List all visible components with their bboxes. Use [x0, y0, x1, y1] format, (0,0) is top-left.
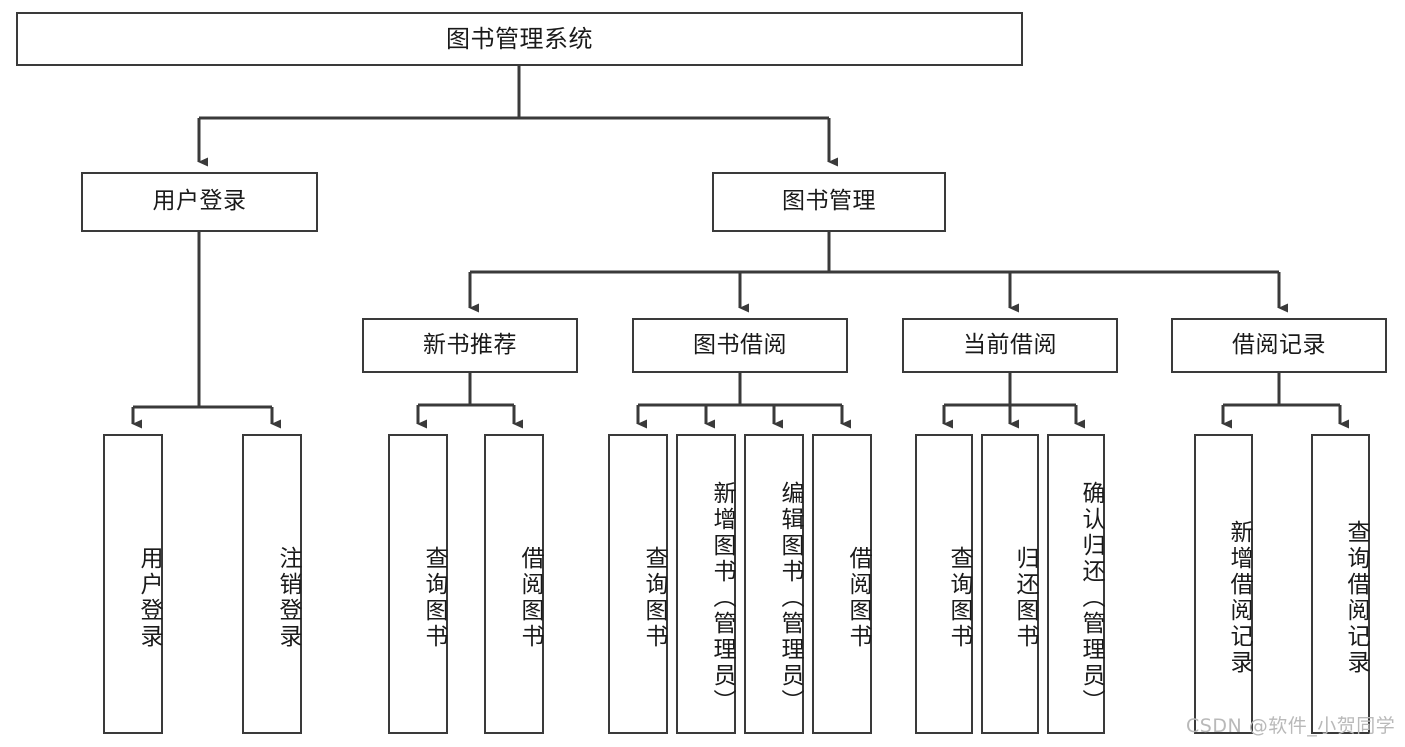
- node-user-login[interactable]: 用户登录: [81, 172, 318, 232]
- node-leaf-nb-borrow-book[interactable]: 借阅图书: [484, 434, 544, 734]
- node-leaf-br-query-record[interactable]: 查询借阅记录: [1311, 434, 1370, 734]
- node-leaf-cb-return-book[interactable]: 归还图书: [981, 434, 1039, 734]
- node-leaf-bw-query-book[interactable]: 查询图书: [608, 434, 668, 734]
- node-current-borrow[interactable]: 当前借阅: [902, 318, 1118, 373]
- node-leaf-logout[interactable]: 注销登录: [242, 434, 302, 734]
- node-borrow-record[interactable]: 借阅记录: [1171, 318, 1387, 373]
- node-leaf-br-add-record[interactable]: 新增借阅记录: [1194, 434, 1253, 734]
- node-book-management[interactable]: 图书管理: [712, 172, 946, 232]
- node-book-borrow[interactable]: 图书借阅: [632, 318, 848, 373]
- node-leaf-bw-add-book-admin[interactable]: 新增图书（管理员）: [676, 434, 736, 734]
- node-leaf-cb-confirm-return-admin[interactable]: 确认归还（管理员）: [1047, 434, 1105, 734]
- node-leaf-user-login[interactable]: 用户登录: [103, 434, 163, 734]
- node-leaf-cb-query-book[interactable]: 查询图书: [915, 434, 973, 734]
- node-root-system[interactable]: 图书管理系统: [16, 12, 1023, 66]
- node-new-book-recommend[interactable]: 新书推荐: [362, 318, 578, 373]
- node-leaf-bw-edit-book-admin[interactable]: 编辑图书（管理员）: [744, 434, 804, 734]
- node-leaf-nb-query-book[interactable]: 查询图书: [388, 434, 448, 734]
- node-leaf-bw-borrow-book[interactable]: 借阅图书: [812, 434, 872, 734]
